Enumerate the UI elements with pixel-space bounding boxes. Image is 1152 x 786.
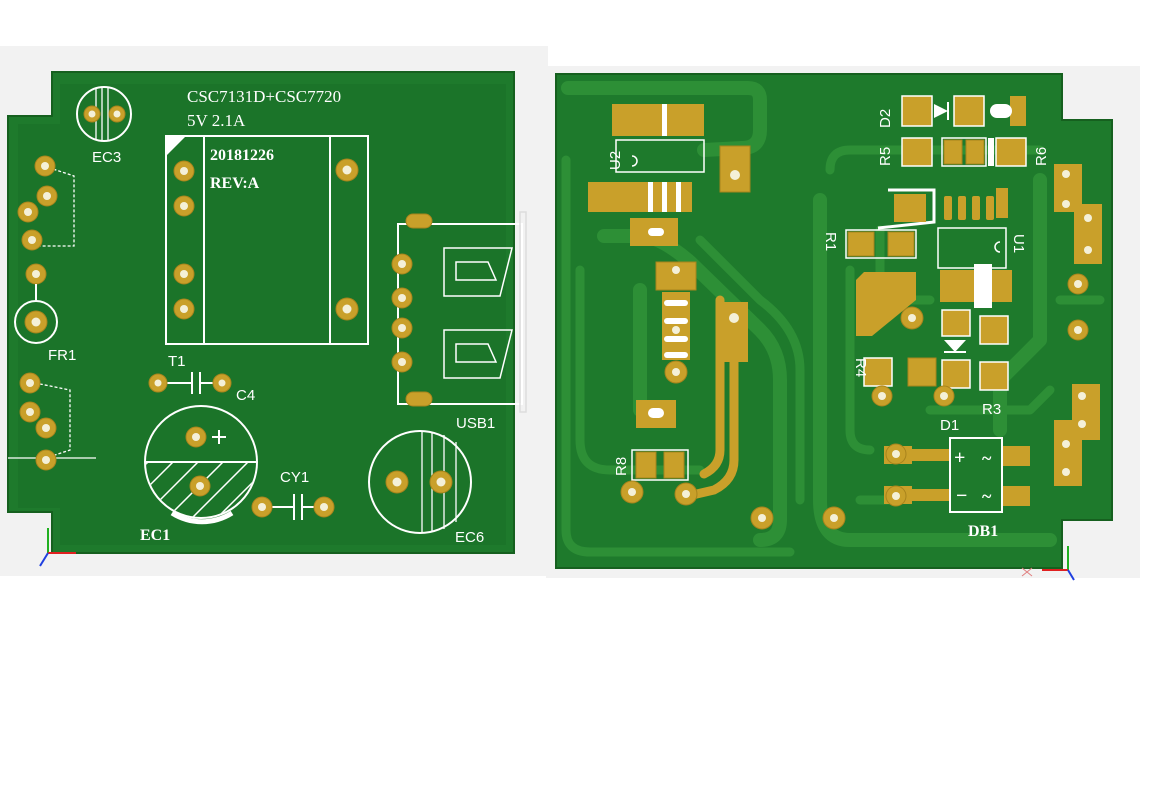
db1-minus-symbol: − <box>956 485 967 507</box>
fr1-label: FR1 <box>48 347 76 364</box>
db1-tilde-symbol-1: ~ <box>982 448 992 468</box>
cy1-label: CY1 <box>280 469 309 486</box>
db1-tilde-symbol-2: ~ <box>982 486 992 506</box>
ec6-capacitor <box>368 430 472 534</box>
transformer-t1 <box>165 135 369 345</box>
u1-label: U1 <box>1010 234 1027 253</box>
r5-r6-resistors <box>901 137 1027 167</box>
r1-label: R1 <box>822 232 839 251</box>
d1-r3-r4-group <box>863 309 1009 407</box>
ec1-capacitor <box>144 405 258 525</box>
u2-label: U2 <box>607 151 624 170</box>
c4-label: C4 <box>236 387 255 404</box>
d1-label: D1 <box>940 417 959 434</box>
ec3-capacitor <box>76 86 132 142</box>
r3-label: R3 <box>982 401 1001 418</box>
r4-label: R4 <box>852 358 869 377</box>
axis-marker-left <box>39 528 76 567</box>
db1-plus-symbol: + <box>954 447 965 469</box>
chip-line-label: CSC7131D+CSC7720 <box>187 87 341 106</box>
u2-ic <box>588 104 751 246</box>
right-connector-top <box>1054 164 1102 341</box>
axis-marker-right <box>1021 546 1075 581</box>
r5-label: R5 <box>877 147 894 166</box>
u1-ic <box>877 188 1012 308</box>
db1-bridge-rectifier <box>884 437 1030 513</box>
cy1-capacitor <box>251 494 335 520</box>
r6-label: R6 <box>1033 147 1050 166</box>
revision-label: REV:A <box>210 175 260 192</box>
ec3-label: EC3 <box>92 149 121 166</box>
date-code-label: 20181226 <box>210 147 274 164</box>
usb1-connector <box>391 211 527 413</box>
top-view-board: EC3 CSC7131D+CSC7720 5V 2.1A 20181226 RE… <box>0 46 548 576</box>
r1-resistor <box>845 229 917 259</box>
r8-label: R8 <box>613 457 630 476</box>
left-connector-top <box>17 155 75 285</box>
t1-label: T1 <box>168 353 186 370</box>
usb1-label: USB1 <box>456 415 495 432</box>
fr1-resistor <box>14 284 58 344</box>
left-resistor-chain <box>636 261 697 428</box>
d2-diode <box>901 95 1026 127</box>
ec6-label: EC6 <box>455 529 484 546</box>
rating-line-label: 5V 2.1A <box>187 111 246 130</box>
ec1-label: EC1 <box>140 527 170 544</box>
right-connector-bottom <box>1054 384 1100 486</box>
bottom-view-board: U2 R8 <box>546 66 1140 581</box>
c4-capacitor <box>148 372 232 394</box>
r8-resistor <box>620 449 698 506</box>
left-connector-bottom <box>19 372 71 471</box>
d2-label: D2 <box>877 109 894 128</box>
db1-label: DB1 <box>968 523 998 540</box>
